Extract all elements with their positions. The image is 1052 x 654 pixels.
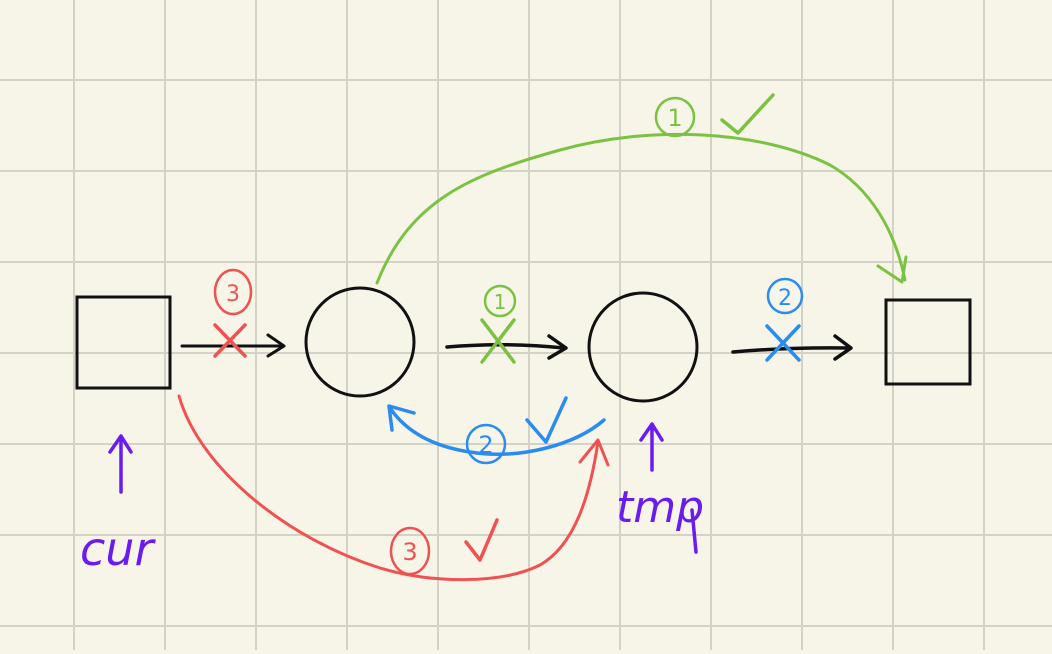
- node-dummy-head: [75, 295, 172, 390]
- node-2-circle: [587, 291, 699, 403]
- blue-step-2-label: 2: [478, 431, 493, 459]
- red-step-3-cross-marker: 3: [213, 268, 253, 358]
- cur-pointer-arrow: [108, 434, 133, 494]
- red-step-3-marker: 3: [389, 518, 499, 576]
- node-tail: [884, 298, 972, 386]
- arrow-node1-to-node2: [445, 334, 568, 360]
- green-step-1-cross-label: 1: [494, 290, 507, 314]
- tmp-pointer-arrow: [639, 422, 664, 472]
- blue-step-2-cross-label: 2: [778, 286, 792, 311]
- red-step-3-cross-label: 3: [226, 282, 240, 307]
- blue-step-2-marker: 2: [465, 396, 568, 465]
- green-step-1-arc: [375, 132, 908, 285]
- node-1-circle: [304, 286, 416, 398]
- arrow-head-to-node1: [180, 333, 286, 358]
- red-step-3-label: 3: [402, 538, 417, 566]
- blue-step-2-arrow: [387, 404, 606, 456]
- green-step-1-label: 1: [667, 104, 682, 132]
- tmp-pointer-tail-stroke: [690, 508, 698, 554]
- green-step-1-marker: 1: [654, 93, 775, 138]
- tmp-pointer-label: tmp: [616, 482, 704, 533]
- arrow-node2-to-tail: [731, 334, 853, 361]
- blue-step-2-cross-marker: 2: [765, 277, 804, 362]
- cur-pointer-label: cur: [80, 522, 156, 576]
- green-step-1-cross-marker: 1: [480, 284, 517, 364]
- red-step-3-arc: [177, 394, 610, 582]
